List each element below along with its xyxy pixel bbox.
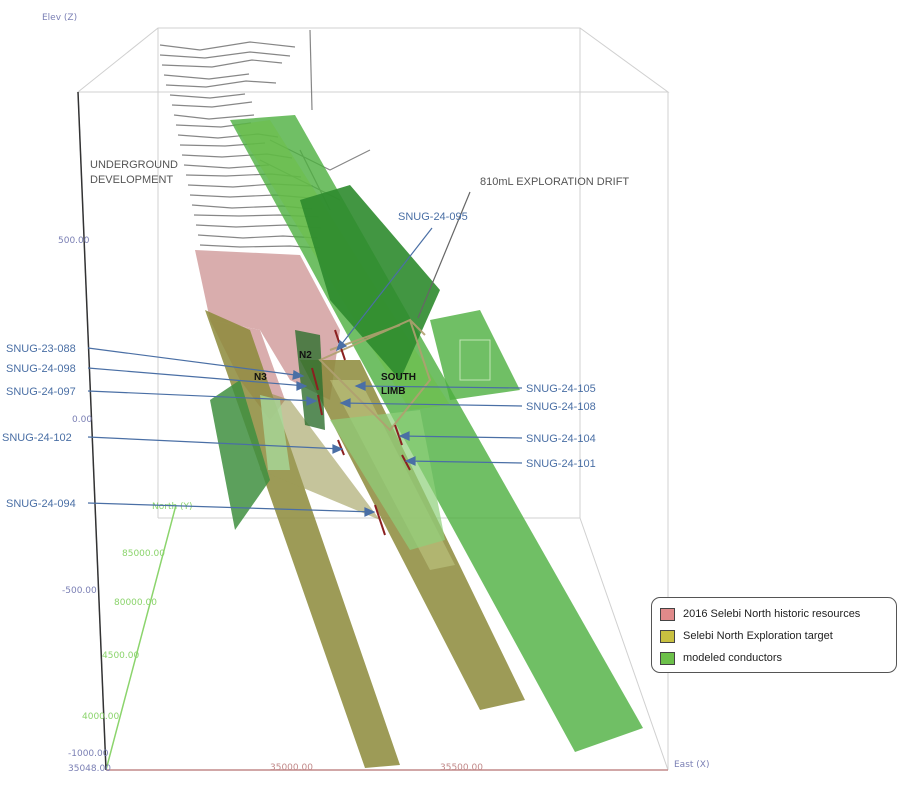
elev-tick-0: 0.00 <box>72 415 92 425</box>
north-axis-line <box>105 504 177 771</box>
east-tick-2: 35500.00 <box>440 763 483 773</box>
hole-label-101: SNUG-24-101 <box>526 458 596 470</box>
hole-label-097: SNUG-24-097 <box>6 386 76 398</box>
north-tick-2: 80000.00 <box>114 598 157 608</box>
legend-item-historic: 2016 Selebi North historic resources <box>660 603 888 625</box>
underground-label-2: DEVELOPMENT <box>90 174 173 186</box>
south-limb-label-1: SOUTH <box>381 372 416 383</box>
legend-label-target: Selebi North Exploration target <box>683 630 833 642</box>
hole-label-104: SNUG-24-104 <box>526 433 596 445</box>
elev-tick-minus500: -500.00 <box>62 586 97 596</box>
modeled-conductors <box>210 115 643 752</box>
north-tick-4: 4000.00 <box>82 712 119 722</box>
east-axis-title: East (X) <box>674 760 709 770</box>
n3-label: N3 <box>254 372 267 383</box>
drift-label: 810mL EXPLORATION DRIFT <box>480 176 629 188</box>
hole-label-108: SNUG-24-108 <box>526 401 596 413</box>
underground-label-1: UNDERGROUND <box>90 159 178 171</box>
legend-label-conductors: modeled conductors <box>683 652 783 664</box>
legend-item-conductors: modeled conductors <box>660 647 888 669</box>
hole-label-102: SNUG-24-102 <box>2 432 72 444</box>
legend-swatch-conductors <box>660 651 675 665</box>
hole-label-095: SNUG-24-095 <box>398 211 468 223</box>
hole-label-088: SNUG-23-088 <box>6 343 76 355</box>
hole-label-098: SNUG-24-098 <box>6 363 76 375</box>
legend-swatch-target <box>660 629 675 643</box>
hole-label-105: SNUG-24-105 <box>526 383 596 395</box>
z-axis-title: Elev (Z) <box>42 13 77 23</box>
bounding-box <box>76 27 670 771</box>
north-tick-3: 4500.00 <box>102 651 139 661</box>
elev-tick-500: 500.00 <box>58 236 90 246</box>
legend-swatch-historic <box>660 607 675 621</box>
north-tick-1: 85000.00 <box>122 549 165 559</box>
axes: Elev (Z) East (X) North (Y) 500.00 0.00 … <box>42 13 709 774</box>
origin-tick: 35048.00 <box>68 764 111 774</box>
n2-label: N2 <box>299 350 312 361</box>
elev-tick-minus1000: -1000.00 <box>68 749 109 759</box>
hole-label-094: SNUG-24-094 <box>6 498 76 510</box>
leader-lines <box>87 191 523 517</box>
south-limb-label-2: LIMB <box>381 386 405 397</box>
east-tick-1: 35000.00 <box>270 763 313 773</box>
legend: 2016 Selebi North historic resources Sel… <box>651 597 897 673</box>
north-axis-title: North (Y) <box>152 502 193 512</box>
legend-label-historic: 2016 Selebi North historic resources <box>683 608 861 620</box>
legend-item-target: Selebi North Exploration target <box>660 625 888 647</box>
